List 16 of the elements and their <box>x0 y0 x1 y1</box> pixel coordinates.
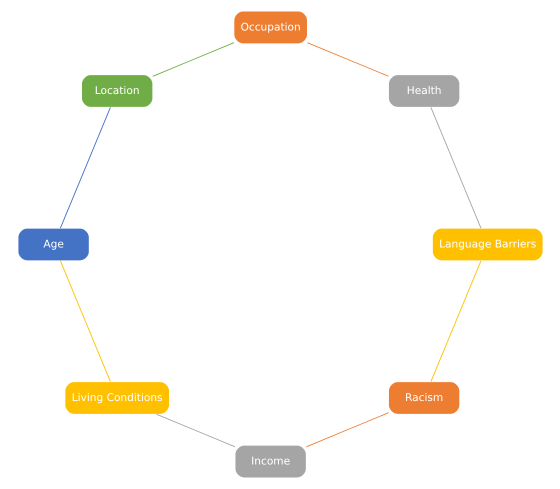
connector <box>430 107 481 229</box>
connector <box>305 412 388 448</box>
node-box: Occupation <box>233 10 308 44</box>
connector <box>59 106 110 229</box>
node-box: Health <box>388 74 460 108</box>
node-box: Racism <box>388 381 460 415</box>
connector <box>156 414 236 448</box>
node-box: Language Barriers <box>432 228 543 262</box>
connector <box>59 260 110 382</box>
node-box: Location <box>80 74 153 108</box>
connector <box>152 42 234 77</box>
connector <box>430 260 481 382</box>
node-box: Income <box>234 444 306 478</box>
node-box: Age <box>17 228 90 262</box>
connector <box>306 42 388 77</box>
node-box: Living Conditions <box>64 381 170 415</box>
